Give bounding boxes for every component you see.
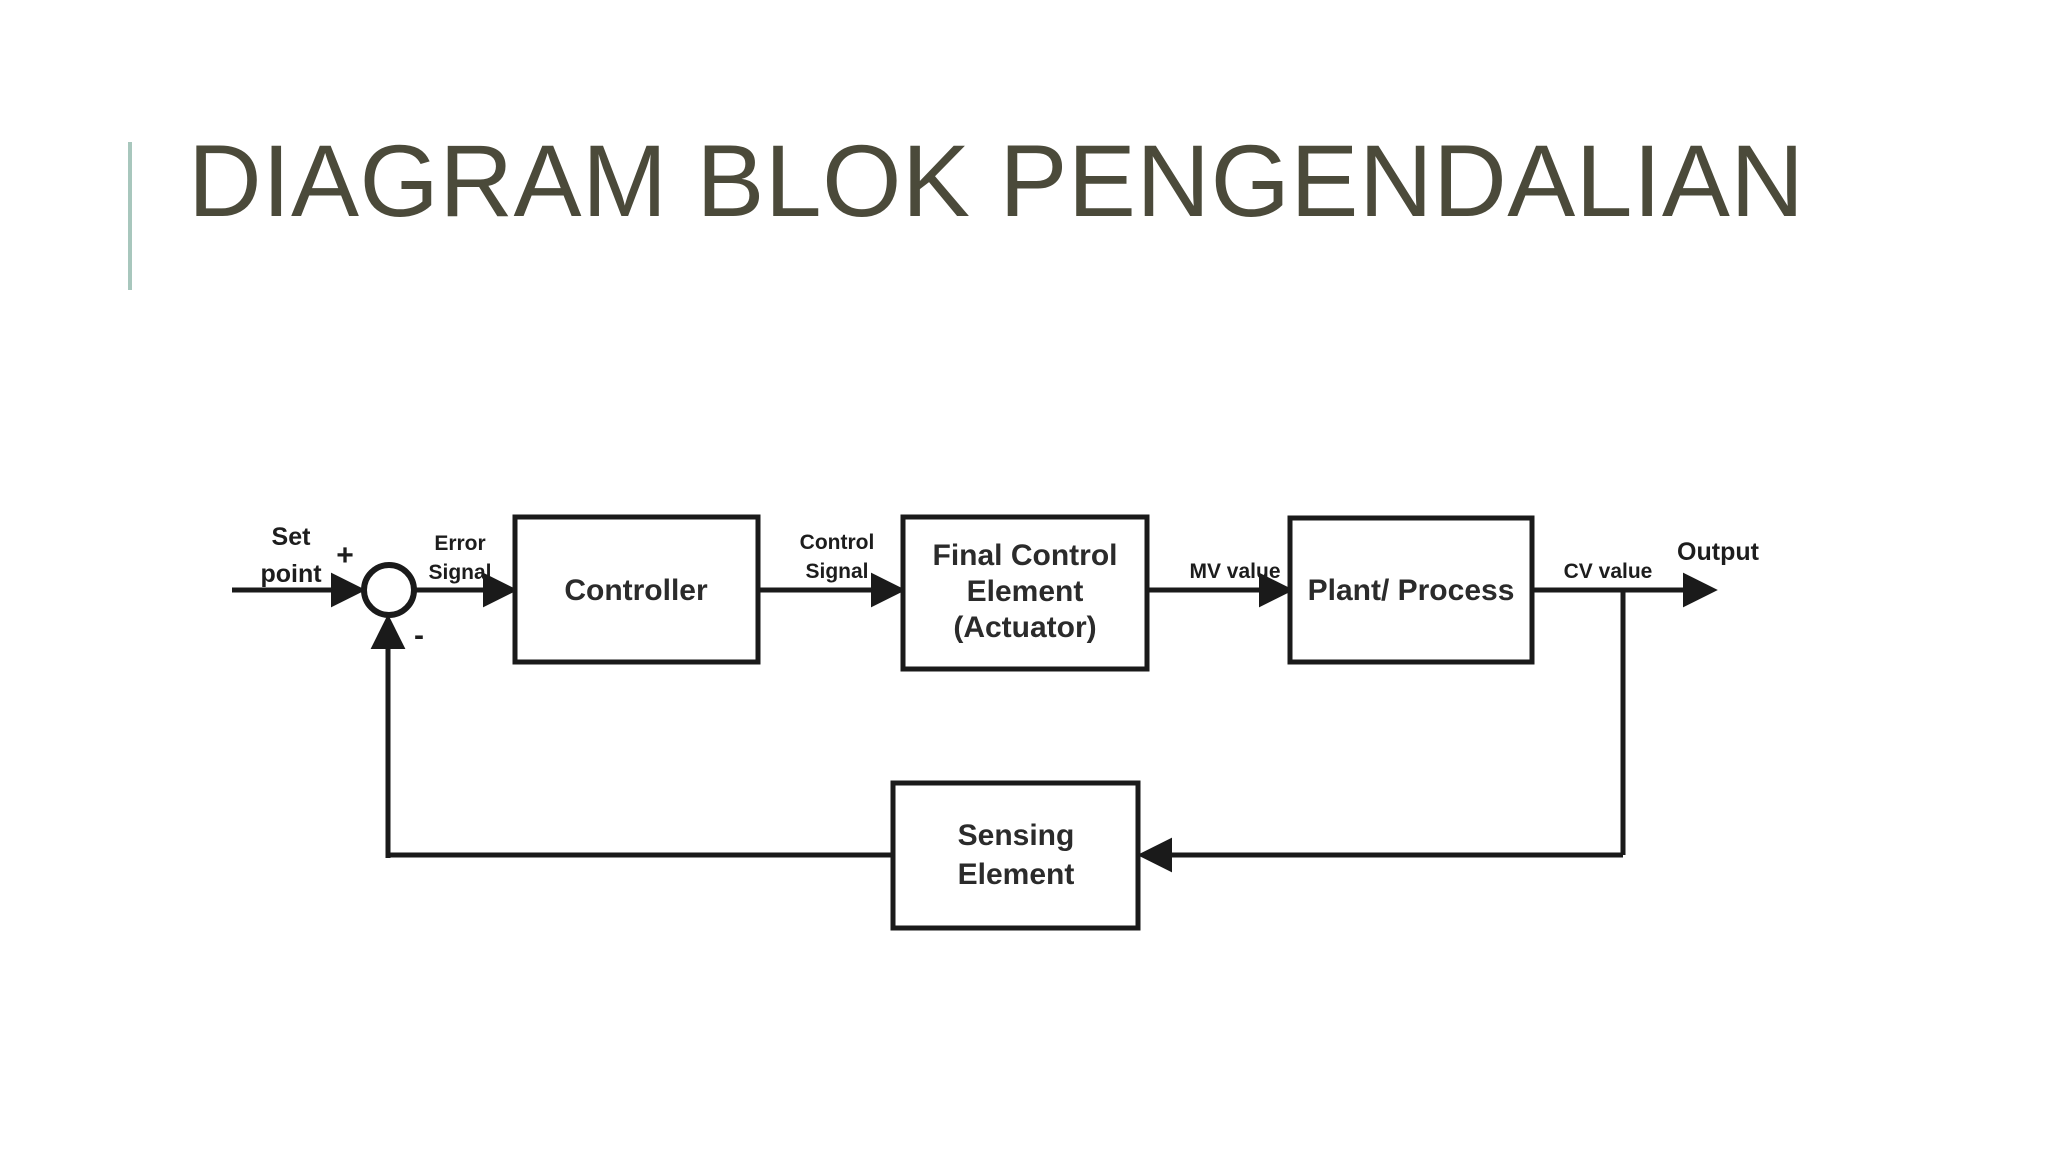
block-final-control-element-label-line2: Element bbox=[967, 575, 1084, 608]
signal-label-error-signal-line1: Error bbox=[434, 532, 485, 555]
summing-junction-plus-sign: + bbox=[336, 539, 354, 572]
block-controller[interactable] bbox=[512, 514, 761, 665]
signal-label-control-signal-line2: Signal bbox=[805, 560, 868, 583]
page-title: DIAGRAM BLOK PENGENDALIAN bbox=[188, 124, 1805, 238]
summing-junction-minus-sign: - bbox=[414, 619, 424, 652]
block-final-control-element[interactable] bbox=[900, 514, 1150, 672]
block-plant-process[interactable] bbox=[1287, 515, 1535, 665]
signal-label-control-signal-line1: Control bbox=[800, 531, 875, 554]
signal-label-error-signal-line2: Signal bbox=[428, 561, 491, 584]
block-sensing-element-label-line2: Element bbox=[958, 858, 1075, 891]
block-plant-process-label: Plant/ Process bbox=[1308, 574, 1515, 607]
signal-label-set-point-line2: point bbox=[260, 560, 322, 588]
block-final-control-element-label-line1: Final Control bbox=[933, 539, 1118, 572]
block-sensing-element-label-line1: Sensing bbox=[958, 819, 1075, 852]
summing-junction[interactable] bbox=[361, 562, 417, 618]
signal-label-output: Output bbox=[1677, 538, 1760, 566]
signal-label-cv-value: CV value bbox=[1564, 560, 1653, 583]
block-final-control-element-label-line3: (Actuator) bbox=[953, 611, 1096, 644]
title-accent-bar bbox=[128, 142, 132, 290]
block-sensing-element[interactable] bbox=[890, 780, 1141, 931]
signal-label-mv-value: MV value bbox=[1189, 560, 1280, 583]
signal-label-set-point-line1: Set bbox=[272, 523, 312, 551]
block-controller-label: Controller bbox=[564, 574, 708, 607]
